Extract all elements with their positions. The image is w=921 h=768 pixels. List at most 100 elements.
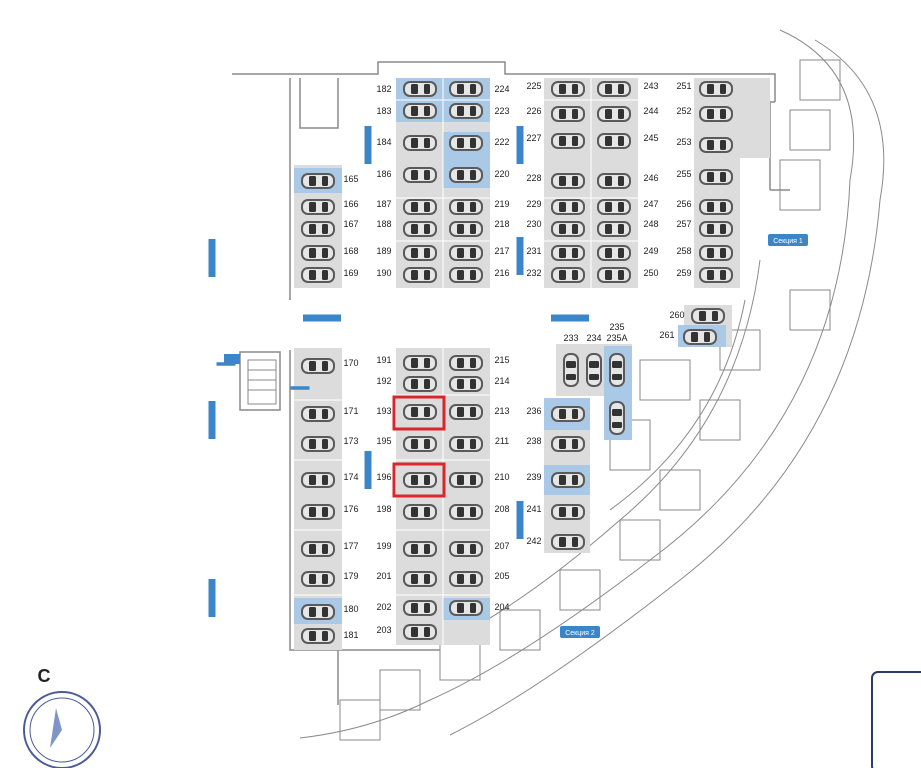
car-icon — [301, 628, 335, 644]
car-icon — [449, 245, 483, 261]
spot-label-238: 238 — [526, 436, 541, 446]
spot-label-181: 181 — [343, 630, 358, 640]
car-icon — [403, 436, 437, 452]
spot-label-201: 201 — [376, 571, 391, 581]
car-icon — [449, 167, 483, 183]
car-icon — [597, 106, 631, 122]
spot-label-227: 227 — [526, 133, 541, 143]
spot-label-228: 228 — [526, 173, 541, 183]
car-icon — [301, 173, 335, 189]
car-icon — [301, 245, 335, 261]
car-icon — [449, 199, 483, 215]
car-icon — [403, 504, 437, 520]
car-icon — [586, 353, 602, 387]
spot-label-168: 168 — [343, 246, 358, 256]
vertical-direction-arrow-icon — [208, 401, 216, 439]
spot-label-192: 192 — [376, 376, 391, 386]
spot-label-179: 179 — [343, 571, 358, 581]
spot-label-251: 251 — [676, 81, 691, 91]
spot-label-239: 239 — [526, 472, 541, 482]
car-icon — [301, 358, 335, 374]
car-icon — [551, 199, 585, 215]
car-icon — [403, 571, 437, 587]
car-icon — [301, 436, 335, 452]
spot-label-222: 222 — [494, 137, 509, 147]
car-icon — [403, 245, 437, 261]
car-icon — [403, 267, 437, 283]
car-icon — [403, 103, 437, 119]
spot-label-196: 196 — [376, 472, 391, 482]
car-icon — [403, 135, 437, 151]
spot-label-220: 220 — [494, 169, 509, 179]
spot-label-234: 234 — [586, 333, 601, 343]
spot-label-217: 217 — [494, 246, 509, 256]
spot-label-246: 246 — [643, 173, 658, 183]
spot-label-202: 202 — [376, 602, 391, 612]
spot-label-257: 257 — [676, 219, 691, 229]
spot-label-207: 207 — [494, 541, 509, 551]
spot-label-247: 247 — [643, 199, 658, 209]
spot-label-253: 253 — [676, 137, 691, 147]
car-icon — [597, 173, 631, 189]
spot-label-189: 189 — [376, 246, 391, 256]
vertical-direction-arrow-icon — [516, 126, 524, 164]
car-icon — [301, 472, 335, 488]
car-icon — [551, 221, 585, 237]
spot-label-186: 186 — [376, 169, 391, 179]
spot-label-255: 255 — [676, 169, 691, 179]
car-icon — [449, 472, 483, 488]
car-icon — [597, 133, 631, 149]
vertical-direction-arrow-icon — [516, 501, 524, 539]
car-icon — [403, 624, 437, 640]
car-icon — [609, 401, 625, 435]
spot-label-176: 176 — [343, 504, 358, 514]
spot-label-245: 245 — [643, 133, 658, 143]
spot-label-256: 256 — [676, 199, 691, 209]
spot-label-187: 187 — [376, 199, 391, 209]
car-icon — [301, 504, 335, 520]
spot-label-243: 243 — [643, 81, 658, 91]
car-icon — [699, 199, 733, 215]
spot-label-261: 261 — [659, 330, 674, 340]
spot-label-244: 244 — [643, 106, 658, 116]
spot-label-259: 259 — [676, 268, 691, 278]
spot-label-216: 216 — [494, 268, 509, 278]
spot-label-219: 219 — [494, 199, 509, 209]
car-icon — [449, 355, 483, 371]
spot-label-166: 166 — [343, 199, 358, 209]
vertical-direction-arrow-icon — [208, 239, 216, 277]
car-icon — [699, 267, 733, 283]
spot-label-232: 232 — [526, 268, 541, 278]
car-icon — [301, 406, 335, 422]
spot-label-190: 190 — [376, 268, 391, 278]
car-icon — [683, 329, 717, 345]
car-icon — [551, 534, 585, 550]
horizontal-direction-arrow-icon — [290, 386, 310, 390]
car-icon — [551, 106, 585, 122]
spot-label-177: 177 — [343, 541, 358, 551]
spot-label-203: 203 — [376, 625, 391, 635]
spot-label-184: 184 — [376, 137, 391, 147]
car-icon — [699, 137, 733, 153]
car-icon — [597, 245, 631, 261]
spot-label-231: 231 — [526, 246, 541, 256]
section-1-label: Секция 1 — [768, 234, 808, 246]
car-icon — [597, 81, 631, 97]
car-icon — [403, 472, 437, 488]
car-icon — [699, 169, 733, 185]
svg-text:С: С — [38, 666, 51, 686]
spot-label-233: 233 — [563, 333, 578, 343]
spot-label-235A: 235A — [606, 333, 627, 343]
spot-label-260: 260 — [669, 310, 684, 320]
spot-label-169: 169 — [343, 268, 358, 278]
spot-label-165: 165 — [343, 174, 358, 184]
curved-building — [299, 29, 885, 741]
car-icon — [597, 267, 631, 283]
vertical-direction-arrow-icon — [516, 237, 524, 275]
car-icon — [551, 245, 585, 261]
spot-label-205: 205 — [494, 571, 509, 581]
spot-label-210: 210 — [494, 472, 509, 482]
car-icon — [449, 404, 483, 420]
spot-label-191: 191 — [376, 355, 391, 365]
spot-label-258: 258 — [676, 246, 691, 256]
